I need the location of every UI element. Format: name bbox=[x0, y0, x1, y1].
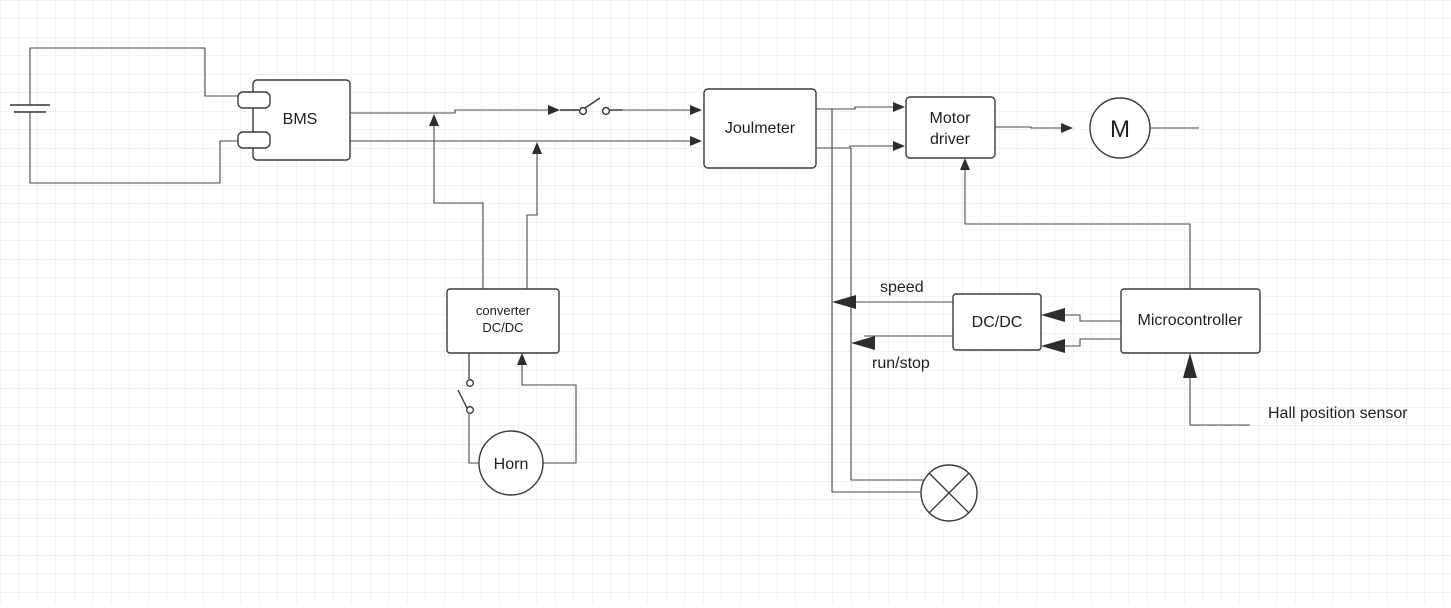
converter-label-line1: converter bbox=[476, 303, 531, 318]
horn-block: Horn bbox=[478, 430, 544, 496]
speed-label: speed bbox=[880, 279, 924, 296]
run-stop-label: run/stop bbox=[872, 355, 930, 372]
microcontroller-label: Microcontroller bbox=[1138, 312, 1244, 329]
dcdc-label: DC/DC bbox=[972, 314, 1023, 331]
microcontroller-to-dcdc-lines bbox=[1041, 308, 1121, 353]
converter-feed-lines bbox=[429, 114, 542, 289]
motor-driver-label-line2: driver bbox=[930, 131, 971, 148]
horn-circuit bbox=[457, 353, 577, 464]
converter-label-line2: DC/DC bbox=[482, 320, 523, 335]
battery-symbol bbox=[10, 47, 238, 184]
main-switch bbox=[560, 97, 622, 116]
main-power-lines bbox=[350, 105, 702, 146]
motor-output-line bbox=[995, 123, 1199, 133]
bms-label: BMS bbox=[283, 111, 318, 128]
joulmeter-output-lines bbox=[816, 102, 905, 151]
lamp-icon bbox=[920, 464, 978, 522]
motor-block: M bbox=[1089, 97, 1151, 159]
joulmeter-label: Joulmeter bbox=[725, 120, 796, 137]
microcontroller-block: Microcontroller bbox=[1120, 288, 1261, 354]
lamp-feed-lines bbox=[831, 109, 925, 493]
motor-driver-block: Motor driver bbox=[905, 96, 996, 159]
motor-label: M bbox=[1110, 116, 1130, 143]
dcdc-block: DC/DC bbox=[952, 293, 1042, 351]
hall-sensor-label: Hall position sensor bbox=[1268, 405, 1408, 422]
converter-dcdc-block: converter DC/DC bbox=[446, 288, 560, 354]
bms-block: BMS bbox=[237, 79, 351, 161]
joulmeter-block: Joulmeter bbox=[703, 88, 817, 169]
horn-label: Horn bbox=[494, 456, 529, 473]
motor-driver-label-line1: Motor bbox=[930, 110, 972, 127]
hall-sensor-line: Hall position sensor bbox=[1183, 353, 1408, 426]
microcontroller-to-motor-driver-line bbox=[960, 158, 1191, 289]
signal-lines: speed run/stop bbox=[832, 279, 953, 372]
